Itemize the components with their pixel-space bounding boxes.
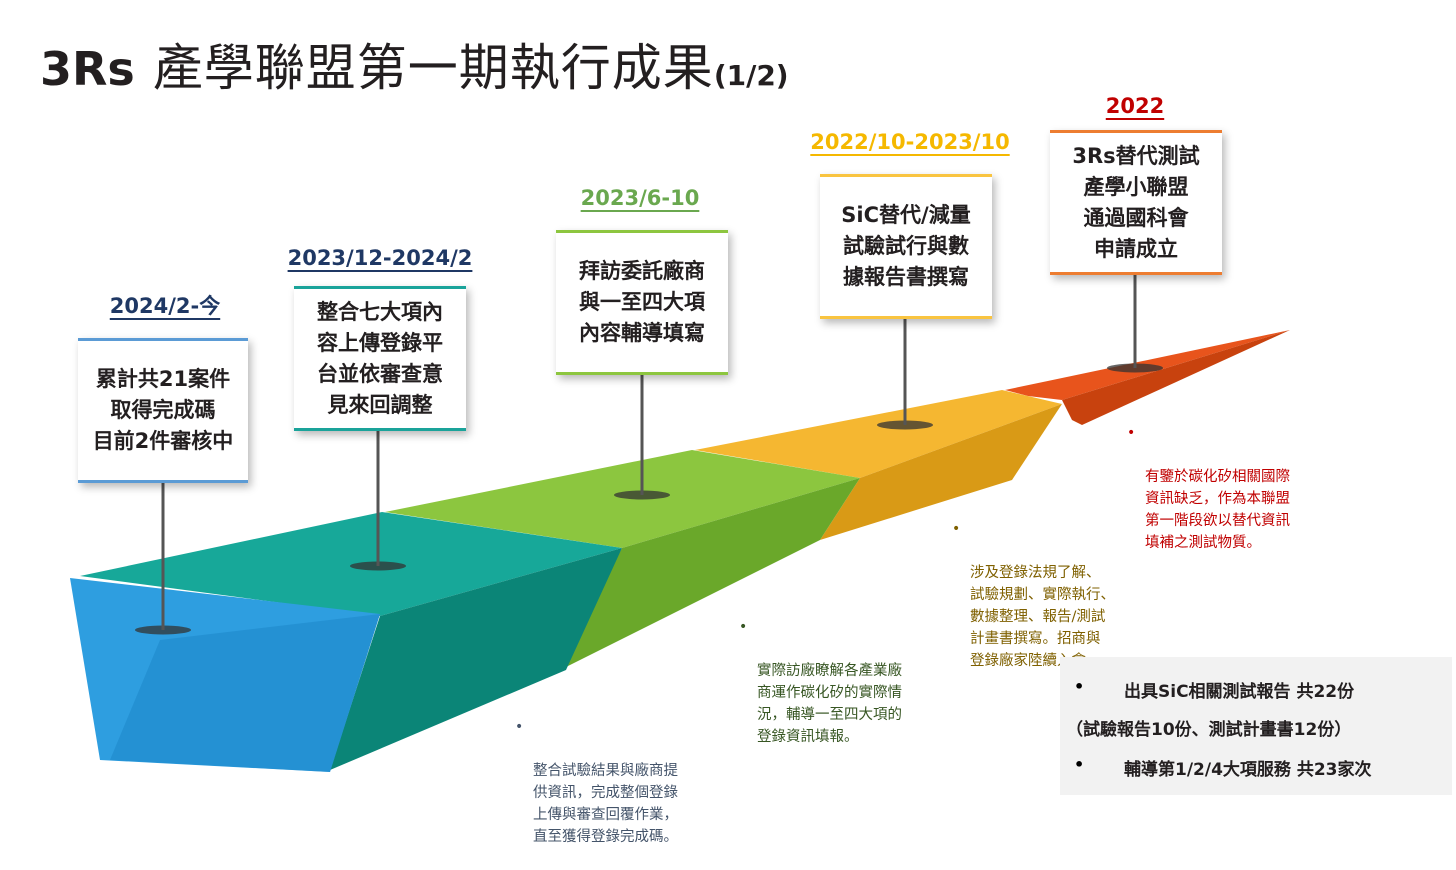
- note-4-bullet: •: [1127, 425, 1136, 441]
- milestone-card-3: 拜訪委託廠商 與一至四大項 內容輔導填寫: [556, 230, 728, 375]
- note-2: • 實際訪廠瞭解各產業廠 商運作碳化矽的實際情 況，輔導一至四大項的 登錄資訊填…: [739, 616, 957, 770]
- summary-box: • 出具SiC相關測試報告 共22份 （試驗報告10份、測試計畫書12份） • …: [1060, 657, 1452, 795]
- ribbon-teal-side: [330, 548, 622, 770]
- ribbon-yellow-side: [820, 404, 1062, 540]
- note-4-text: 有鑒於碳化矽相關國際 資訊缺乏，作為本聯盟 第一階段欲以替代資訊 填補之測試物質…: [1145, 469, 1290, 551]
- ribbon-orange-side: [1062, 330, 1290, 425]
- milestone-text-2: 整合七大項內 容上傳登錄平 台並依審查意 見來回調整: [317, 299, 443, 417]
- milestone-date-3: 2023/6-10: [580, 186, 700, 210]
- milestone-text-4: SiC替代/減量 試驗試行與數 據報告書撰寫: [841, 203, 971, 289]
- summary-line-1: 出具SiC相關測試報告 共22份: [1124, 682, 1355, 702]
- milestone-card-2: 整合七大項內 容上傳登錄平 台並依審查意 見來回調整: [294, 286, 466, 431]
- ribbon-teal-top: [80, 512, 622, 616]
- slide-title: 3Rs 產學聯盟第一期執行成果(1/2): [40, 28, 789, 100]
- note-1-bullet: •: [515, 719, 524, 735]
- milestone-card-4: SiC替代/減量 試驗試行與數 據報告書撰寫: [820, 174, 992, 319]
- milestone-date-1: 2024/2-今: [109, 294, 221, 318]
- milestone-date-4: 2022/10-2023/10: [810, 130, 1010, 154]
- title-suffix: (1/2): [713, 59, 789, 92]
- note-2-bullet: •: [739, 619, 748, 635]
- note-1-text: 整合試驗結果與廠商提 供資訊，完成整個登錄 上傳與審查回覆作業， 直至獲得登錄完…: [533, 763, 678, 845]
- ribbon-blue-shade: [110, 614, 380, 772]
- note-1: • 整合試驗結果與廠商提 供資訊，完成整個登錄 上傳與審查回覆作業， 直至獲得登…: [515, 716, 733, 870]
- milestone-date-2: 2023/12-2024/2: [287, 246, 473, 270]
- milestone-text-5: 3Rs替代測試 產學小聯盟 通過國科會 申請成立: [1072, 143, 1200, 261]
- milestone-card-1: 累計共21案件 取得完成碼 目前2件審核中: [78, 338, 248, 483]
- ribbon-yellow-top: [695, 390, 1062, 478]
- milestone-stems: [135, 275, 1163, 635]
- summary-line-2: （試驗報告10份、測試計畫書12份）: [1066, 720, 1352, 740]
- ribbon-green-side: [560, 478, 860, 670]
- timeline-slide: 3Rs 產學聯盟第一期執行成果(1/2) 2024/2-今 2023/12-202…: [40, 28, 1452, 845]
- summary-line-3: 輔導第1/2/4大項服務 共23家次: [1124, 760, 1372, 780]
- summary-bullet-2: •: [1074, 755, 1085, 774]
- milestone-text-3: 拜訪委託廠商 與一至四大項 內容輔導填寫: [579, 259, 705, 345]
- ribbon-green-top: [385, 450, 860, 548]
- note-3-bullet: •: [952, 521, 961, 537]
- note-3: • 涉及登錄法規了解、 試驗規劃、實際執行、 數據整理、報告/測試 計畫書撰寫。…: [952, 518, 1170, 694]
- note-2-text: 實際訪廠瞭解各產業廠 商運作碳化矽的實際情 況，輔導一至四大項的 登錄資訊填報。: [757, 663, 902, 745]
- note-3-text: 涉及登錄法規了解、 試驗規劃、實際執行、 數據整理、報告/測試 計畫書撰寫。招商…: [970, 565, 1115, 669]
- milestone-card-5: 3Rs替代測試 產學小聯盟 通過國科會 申請成立: [1050, 130, 1222, 275]
- timeline-ribbon: [70, 275, 1290, 772]
- milestone-date-5: 2022: [1105, 94, 1165, 118]
- summary-bullet-1: •: [1074, 677, 1085, 696]
- milestone-text-1: 累計共21案件 取得完成碼 目前2件審核中: [92, 367, 234, 453]
- title-prefix: 3Rs: [40, 42, 135, 96]
- title-main: 產學聯盟第一期執行成果: [152, 39, 714, 97]
- note-4: • 有鑒於碳化矽相關國際 資訊缺乏，作為本聯盟 第一階段欲以替代資訊 填補之測試…: [1127, 422, 1345, 576]
